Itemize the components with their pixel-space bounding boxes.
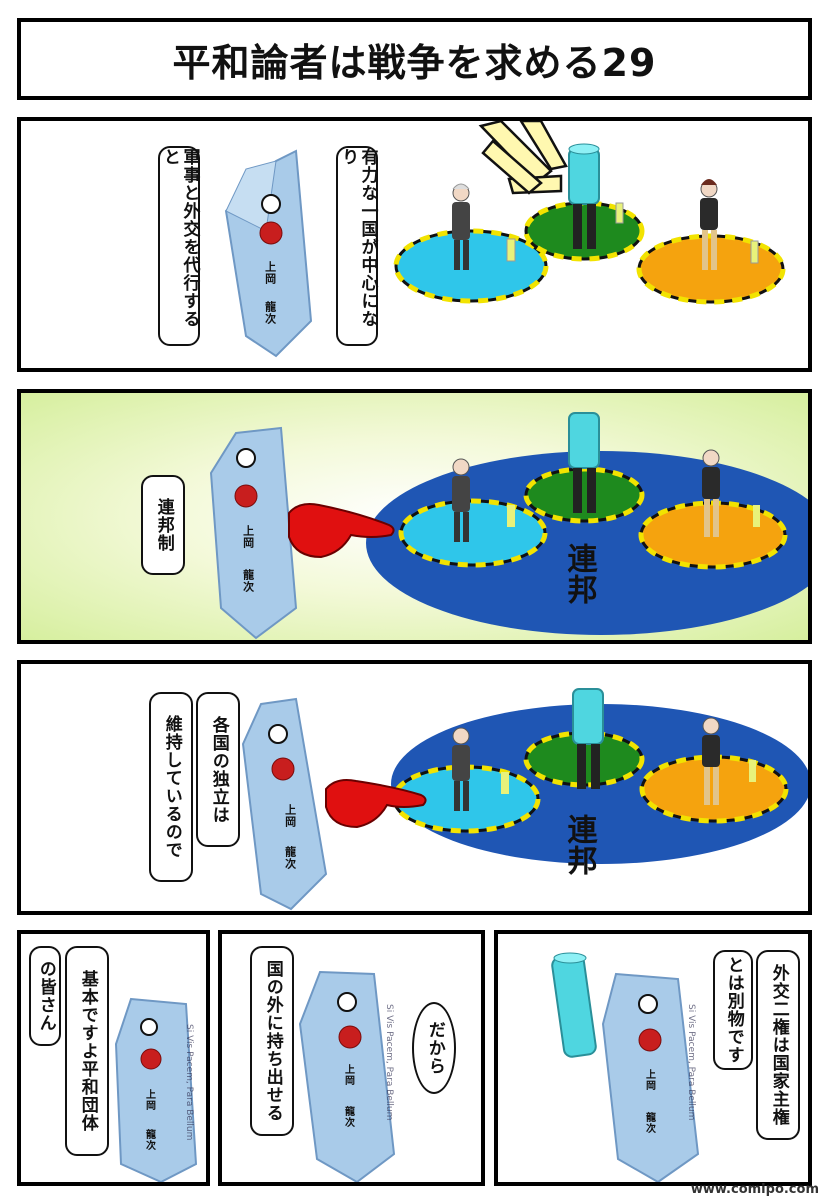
speech-text: 連邦制 bbox=[153, 498, 174, 552]
platform-left bbox=[393, 228, 549, 304]
speech-text: 軍事と外交を代行すると bbox=[160, 148, 200, 328]
stone-label-name-2: 龍次 bbox=[643, 1112, 655, 1134]
stone-label-name-1: 上岡 bbox=[342, 1064, 354, 1086]
speech-text: とは別物です bbox=[723, 956, 744, 1064]
stone-side-text: Si Vis Pacem, Para Bellum bbox=[184, 1024, 194, 1141]
stone-label-name-2: 龍次 bbox=[283, 846, 297, 870]
speech-text: 基本ですよ平和団体 bbox=[77, 970, 98, 1132]
figure-old-man bbox=[452, 183, 470, 270]
speech-bubble-right: 外交二権は国家主権 bbox=[756, 950, 800, 1140]
federation-ellipse bbox=[366, 451, 808, 635]
speech-bubble-left: 軍事と外交を代行すると bbox=[158, 146, 200, 346]
speech-text: だから bbox=[424, 1021, 445, 1075]
speech-bubble-right: 基本ですよ平和団体 bbox=[65, 946, 109, 1156]
panel-5-scene bbox=[298, 970, 396, 1182]
speech-bubble-right: だから bbox=[412, 1002, 456, 1094]
speech-text: 維持しているので bbox=[161, 715, 182, 859]
figure-young-man bbox=[702, 717, 720, 805]
panel-6: Si Vis Pacem, Para Bellum 上岡 龍次 外交二権は国家主… bbox=[494, 930, 812, 1186]
figure-old-man bbox=[452, 458, 470, 542]
pointing-fist bbox=[288, 503, 395, 559]
figure-cylinder-head bbox=[568, 143, 600, 249]
figure-cylinder-head bbox=[572, 688, 604, 789]
panel-1-scene bbox=[224, 121, 786, 358]
stone-label-name-1: 上岡 bbox=[263, 261, 277, 285]
page-title: 平和論者は戦争を求める29 bbox=[172, 40, 657, 85]
speech-bubble-left: 国の外に持ち出せる bbox=[250, 946, 294, 1136]
platform-left bbox=[398, 498, 548, 568]
stone-label-name-1: 上岡 bbox=[241, 525, 255, 549]
speech-text: 各国の独立は bbox=[208, 715, 229, 824]
crystal-stone bbox=[209, 426, 298, 640]
speech-text: 有力な一国が中心になり bbox=[338, 148, 378, 328]
platform-center bbox=[523, 200, 645, 262]
crystal-stone bbox=[601, 972, 700, 1182]
panel-2-scene bbox=[209, 412, 808, 640]
speech-bubble: 連邦制 bbox=[141, 475, 185, 575]
crystal-stone bbox=[298, 970, 396, 1182]
panel-3: 連邦 上岡 龍次 各国の独立は 維持しているので bbox=[17, 660, 812, 915]
panel-2: 連邦 上岡 龍次 連邦制 bbox=[17, 389, 812, 644]
panel-3-scene bbox=[241, 688, 808, 911]
figure-cylinder-head bbox=[568, 412, 600, 513]
stone-label-name-2: 龍次 bbox=[241, 569, 255, 593]
speech-bubble-right: 各国の独立は bbox=[196, 692, 240, 847]
speech-bubble-left: 維持しているので bbox=[149, 692, 193, 882]
stone-label-name-1: 上岡 bbox=[143, 1089, 155, 1111]
speech-text: の皆さん bbox=[35, 960, 56, 1032]
panel-5: Si Vis Pacem, Para Bellum 上岡 龍次 国の外に持ち出せ… bbox=[218, 930, 485, 1186]
panel-4-scene bbox=[114, 997, 198, 1182]
title-panel: 平和論者は戦争を求める29 bbox=[17, 18, 812, 100]
figure-young-man bbox=[700, 179, 718, 270]
site-credit: www.comipo.com bbox=[690, 1182, 819, 1197]
figure-old-man bbox=[452, 727, 470, 811]
crystal-stone bbox=[241, 697, 328, 911]
stone-label-name-2: 龍次 bbox=[263, 301, 277, 325]
panel-1: 上岡 龍次 有力な一国が中心になり 軍事と外交を代行すると bbox=[17, 117, 812, 372]
emphasis-lines bbox=[478, 121, 568, 195]
speech-bubble-left: とは別物です bbox=[713, 950, 753, 1070]
floating-cylinder bbox=[551, 952, 597, 1058]
speech-text: 外交二権は国家主権 bbox=[768, 964, 789, 1126]
stone-side-text: Si Vis Pacem, Para Bellum bbox=[384, 1004, 394, 1121]
stone-label-name-2: 龍次 bbox=[143, 1129, 155, 1151]
figure-young-man bbox=[702, 449, 720, 537]
stone-label-name-1: 上岡 bbox=[643, 1069, 655, 1091]
stone-label-name-1: 上岡 bbox=[283, 804, 297, 828]
federation-label: 連邦 bbox=[561, 543, 597, 605]
crystal-stone bbox=[114, 997, 198, 1182]
stone-label-name-2: 龍次 bbox=[342, 1106, 354, 1128]
speech-bubble-right: 有力な一国が中心になり bbox=[336, 146, 378, 346]
speech-bubble-left: の皆さん bbox=[29, 946, 61, 1046]
pointing-fist bbox=[325, 779, 427, 829]
platform-center bbox=[523, 466, 645, 524]
crystal-stone bbox=[224, 149, 313, 358]
speech-text: 国の外に持ち出せる bbox=[262, 960, 283, 1122]
stone-side-text: Si Vis Pacem, Para Bellum bbox=[686, 1004, 696, 1121]
federation-label: 連邦 bbox=[561, 814, 597, 876]
panel-4: Si Vis Pacem, Para Bellum 上岡 龍次 基本ですよ平和団… bbox=[17, 930, 210, 1186]
panel-6-scene bbox=[551, 952, 700, 1182]
